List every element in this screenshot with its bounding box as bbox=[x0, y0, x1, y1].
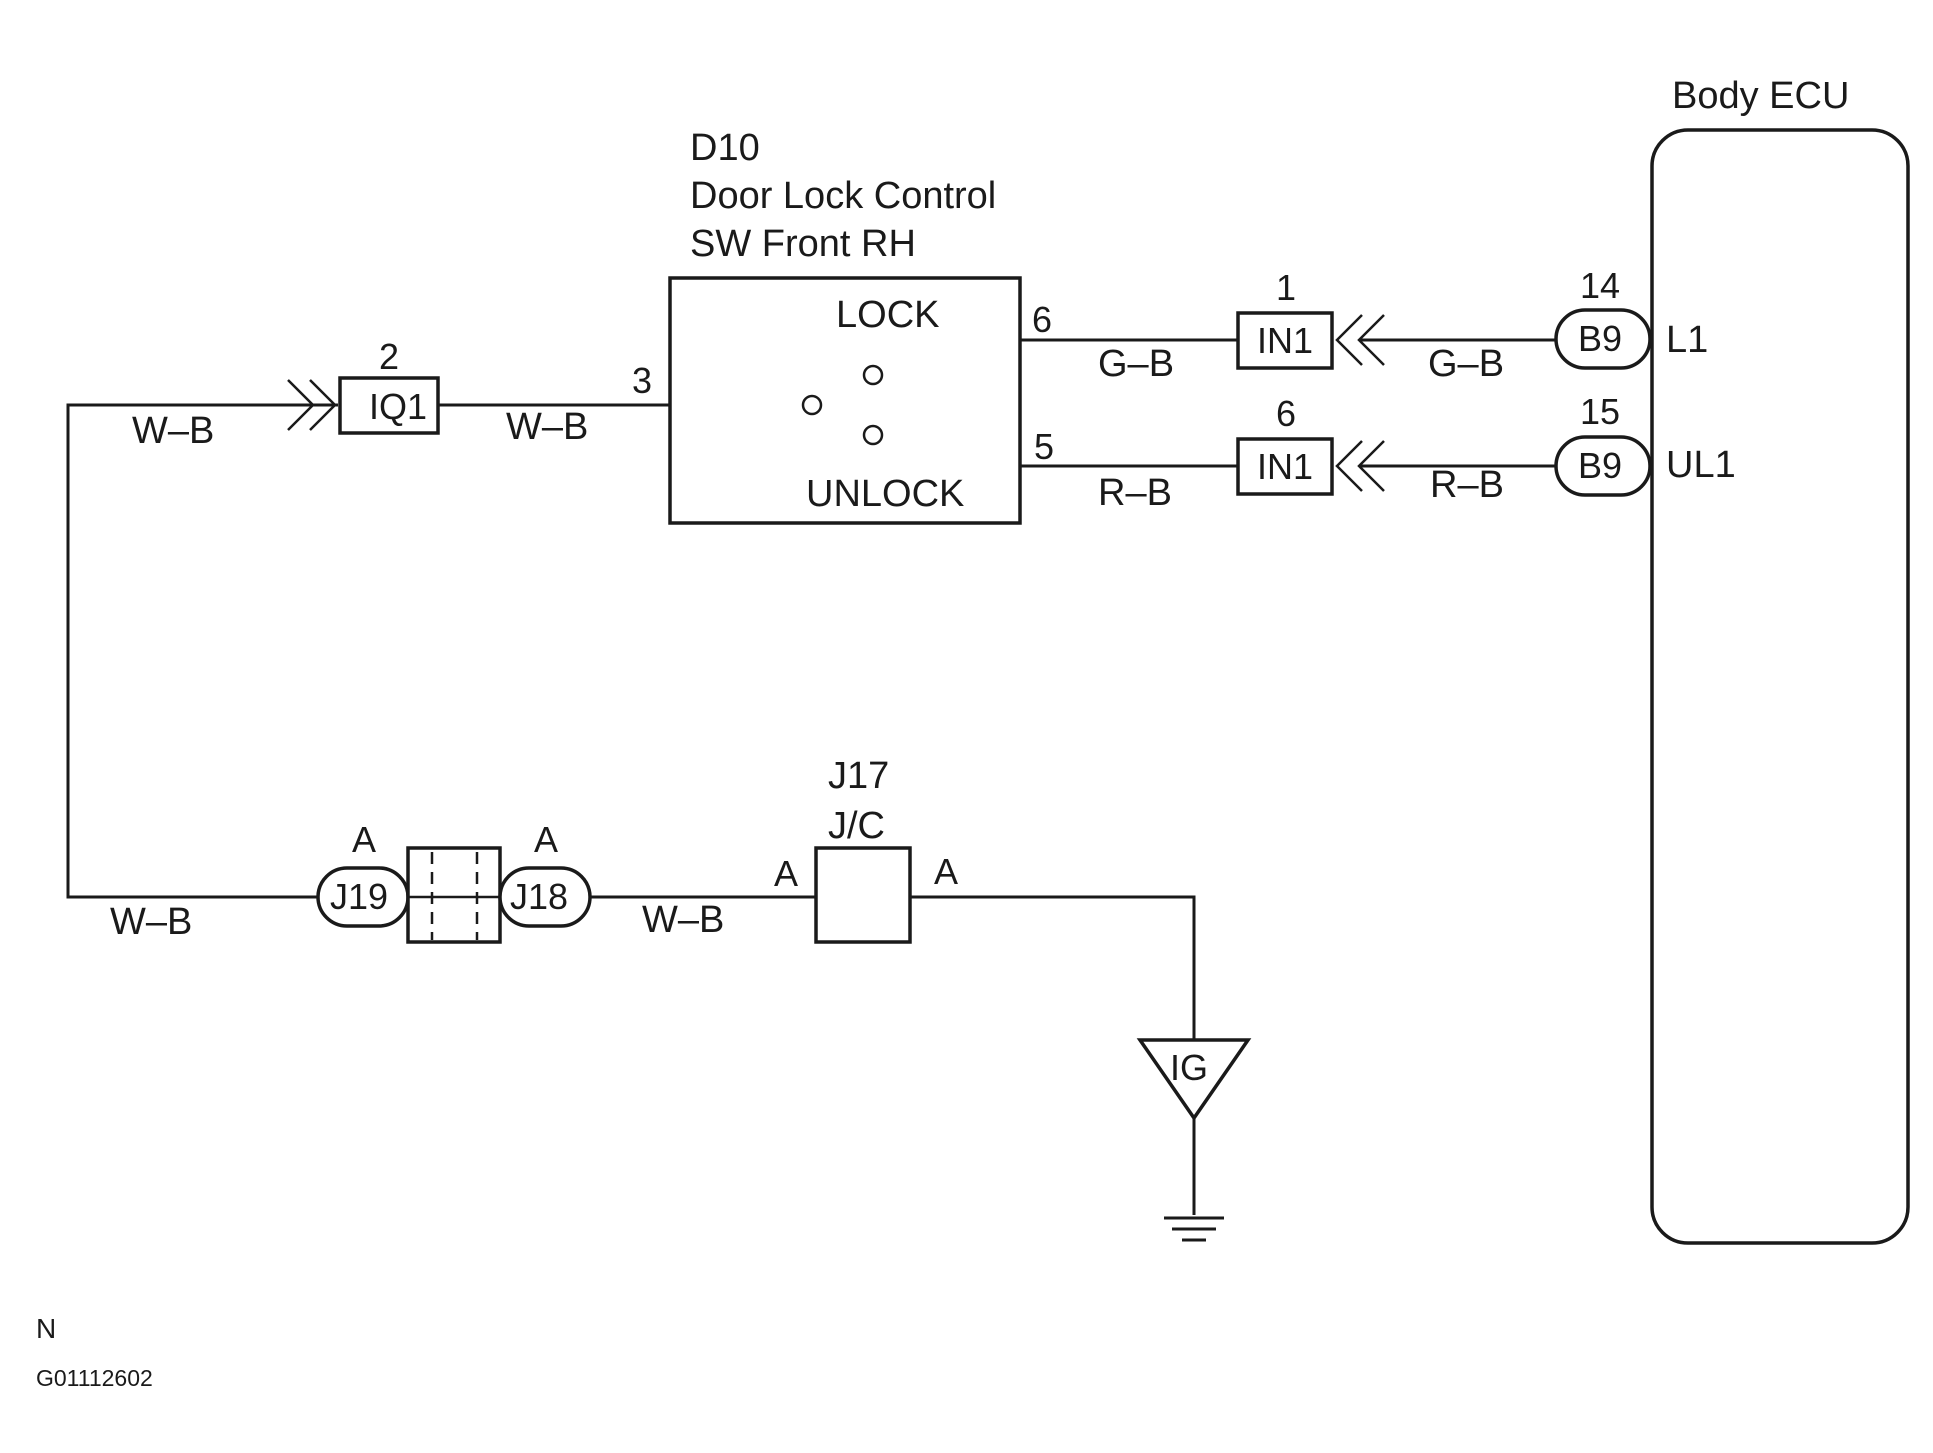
switch-pin-lock: 6 bbox=[1032, 299, 1052, 340]
j17-pin-right: A bbox=[934, 851, 958, 892]
figure-id: G01112602 bbox=[36, 1365, 153, 1391]
wire-j17-ground bbox=[910, 895, 1196, 1040]
connector-in1-top-label: IN1 bbox=[1257, 320, 1313, 361]
junction-connector-j17: J17 J/C A A bbox=[774, 755, 958, 944]
connector-b9-bottom-label: B9 bbox=[1578, 445, 1622, 486]
wire-label-w-b-mid-top: W–B bbox=[506, 406, 588, 448]
switch-pin-common: 3 bbox=[632, 360, 652, 401]
connector-b9-bottom: B9 15 bbox=[1554, 391, 1652, 497]
connector-arrow-icon bbox=[1335, 314, 1363, 366]
switch-name-line2: SW Front RH bbox=[690, 223, 916, 265]
switch-contact-lock bbox=[862, 364, 884, 386]
connector-in1-bottom: IN1 6 bbox=[1236, 393, 1385, 496]
j17-name: J/C bbox=[828, 805, 885, 847]
ground-ig: IG bbox=[1136, 1038, 1252, 1242]
j17-pin-left: A bbox=[774, 853, 798, 894]
connector-arrow-icon bbox=[1335, 440, 1363, 492]
connector-j19: J19 A bbox=[316, 819, 410, 928]
switch-name-line1: Door Lock Control bbox=[690, 175, 996, 217]
connector-iq1-pin: 2 bbox=[379, 336, 399, 377]
ecu-terminal-l1: L1 bbox=[1666, 319, 1708, 361]
body-ecu-title: Body ECU bbox=[1672, 75, 1849, 117]
connector-b9-top: B9 14 bbox=[1554, 265, 1652, 370]
wire-label-g-b-ecu: G–B bbox=[1428, 343, 1504, 385]
connector-in1-top: IN1 1 bbox=[1236, 267, 1385, 370]
ground-label: IG bbox=[1170, 1047, 1208, 1088]
switch-code: D10 bbox=[690, 127, 760, 169]
connector-b9-bottom-pin: 15 bbox=[1580, 391, 1620, 432]
connector-b9-top-pin: 14 bbox=[1580, 265, 1620, 306]
connector-j19-label: J19 bbox=[330, 876, 388, 917]
switch-lock-label: LOCK bbox=[836, 294, 939, 336]
wire-label-g-b-switch: G–B bbox=[1098, 343, 1174, 385]
body-ecu-box bbox=[1650, 128, 1910, 1245]
connector-arrow-icon bbox=[1357, 440, 1385, 492]
ecu-terminal-ul1: UL1 bbox=[1666, 444, 1736, 486]
connector-arrow-icon bbox=[287, 379, 315, 431]
connector-j18-label: J18 bbox=[510, 876, 568, 917]
connector-b9-top-label: B9 bbox=[1578, 318, 1622, 359]
connector-in1-top-pin: 1 bbox=[1276, 267, 1296, 308]
j17-code: J17 bbox=[828, 755, 889, 797]
connector-j18-pin: A bbox=[534, 819, 558, 860]
switch-contact-common bbox=[801, 394, 823, 416]
switch-pin-unlock: 5 bbox=[1034, 426, 1054, 467]
wire-color-labels: W–B W–B G–B G–B R–B R–B W–B W–B bbox=[110, 343, 1504, 943]
wire-w-b-left-loop bbox=[66, 403, 338, 899]
wire-label-w-b-left-bottom: W–B bbox=[110, 901, 192, 943]
wire-label-r-b-ecu: R–B bbox=[1430, 464, 1504, 506]
door-lock-switch-box bbox=[668, 276, 1022, 525]
connector-j18: J18 A bbox=[498, 819, 592, 928]
connector-j19-pin: A bbox=[352, 819, 376, 860]
switch-unlock-label: UNLOCK bbox=[806, 473, 964, 515]
connector-in1-bottom-label: IN1 bbox=[1257, 446, 1313, 487]
ground-triangle bbox=[1136, 1038, 1252, 1122]
wire-label-w-b-mid-bottom: W–B bbox=[642, 899, 724, 941]
connector-iq1-label: IQ1 bbox=[369, 386, 427, 427]
wire-label-w-b-left-top: W–B bbox=[132, 410, 214, 452]
wire-label-r-b-switch: R–B bbox=[1098, 472, 1172, 514]
connector-arrow-icon bbox=[309, 379, 337, 431]
junction-block bbox=[406, 846, 502, 944]
connector-in1-bottom-pin: 6 bbox=[1276, 393, 1296, 434]
footer-mark: N bbox=[36, 1313, 56, 1344]
connector-arrow-icon bbox=[1357, 314, 1385, 366]
switch-contact-unlock bbox=[862, 424, 884, 446]
connector-iq1: IQ1 2 bbox=[287, 336, 440, 435]
